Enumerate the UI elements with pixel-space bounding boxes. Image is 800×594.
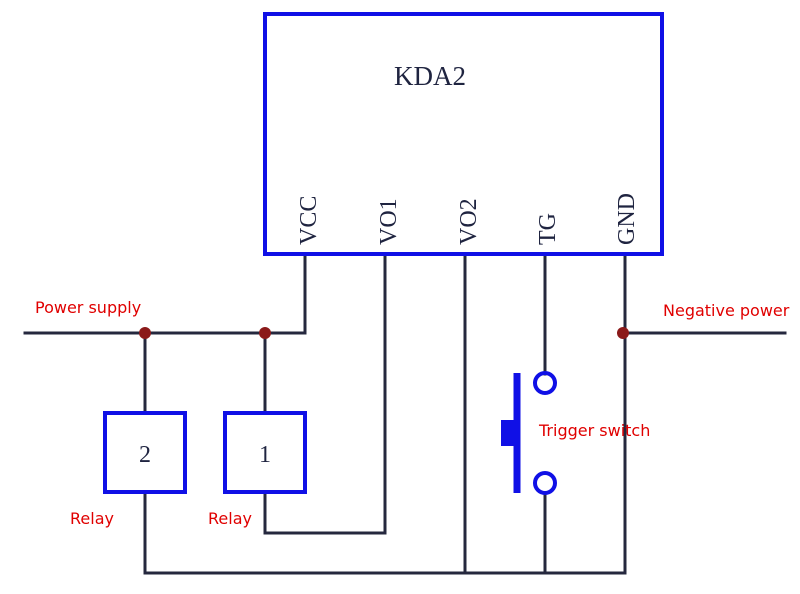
pin-gnd-label: GND <box>614 193 640 245</box>
relay-2-box <box>103 411 187 494</box>
trigger-switch <box>501 371 557 495</box>
relay-1-number: 1 <box>259 442 271 468</box>
switch-top-contact <box>533 371 557 395</box>
switch-button <box>501 420 515 446</box>
pin-vcc-label: VCC <box>296 196 322 245</box>
relay-2-label: Relay <box>70 509 114 528</box>
junctions <box>139 327 629 339</box>
relay-2-number: 2 <box>139 442 151 468</box>
wires <box>23 253 787 575</box>
kda2-chip <box>263 12 664 256</box>
junction-dot <box>617 327 629 339</box>
relay-1-label: Relay <box>208 509 252 528</box>
negative-power-label: Negative power <box>663 301 790 320</box>
junction-dot <box>259 327 271 339</box>
power-supply-wire <box>23 253 307 335</box>
pin-tg-label: TG <box>535 213 561 245</box>
pin-vo2-label: VO2 <box>456 198 482 245</box>
switch-bottom-contact <box>533 471 557 495</box>
chip-name: KDA2 <box>394 61 466 91</box>
vo1-wire <box>263 253 387 535</box>
pin-vo1-label: VO1 <box>376 198 402 245</box>
junction-dot <box>139 327 151 339</box>
relay-1-box <box>223 411 307 494</box>
power-supply-label: Power supply <box>35 298 141 317</box>
trigger-switch-label: Trigger switch <box>538 421 650 440</box>
